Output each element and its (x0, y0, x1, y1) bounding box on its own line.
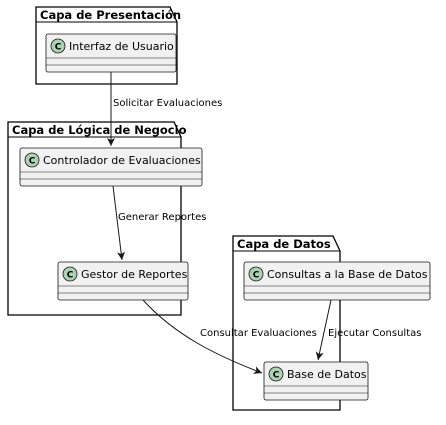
class-name: Base de Datos (287, 368, 367, 381)
package-title: Capa de Datos (237, 237, 331, 251)
class-interfaz-de-usuario: C Interfaz de Usuario (45, 33, 177, 73)
class-c-icon (50, 38, 66, 54)
class-icon-letter: C (55, 43, 62, 53)
package-title: Capa de Presentación (40, 8, 181, 22)
package-capa-de-presentacion: Capa de Presentación (35, 6, 181, 85)
edge-generar-reportes: Generar Reportes (112, 185, 206, 261)
class-controlador-de-evaluaciones: C Controlador de Evaluaciones (19, 147, 203, 187)
class-icon-letter: C (253, 271, 260, 281)
class-c-icon (248, 266, 264, 282)
class-gestor-de-reportes: C Gestor de Reportes (57, 261, 189, 301)
package-capa-de-logica-de-negocio: Capa de Lógica de Negocio (7, 121, 187, 316)
edge-label: Generar Reportes (118, 212, 206, 223)
package-title: Capa de Lógica de Negocio (12, 123, 187, 137)
class-c-icon (268, 366, 284, 382)
edge-label: Consultar Evaluaciones (200, 328, 317, 339)
class-consultas-a-la-base-de-datos: C Consultas a la Base de Datos (243, 261, 431, 301)
class-name: Controlador de Evaluaciones (43, 154, 201, 167)
edge-ejecutar-consultas: Ejecutar Consultas (315, 299, 421, 361)
class-icon-letter: C (273, 371, 280, 381)
package-capa-de-datos: Capa de Datos (232, 235, 341, 411)
class-name: Gestor de Reportes (81, 268, 188, 281)
class-name: Interfaz de Usuario (69, 40, 174, 53)
class-c-icon (24, 152, 40, 168)
class-c-icon (62, 266, 78, 282)
edge-consultar-evaluaciones: Consultar Evaluaciones (142, 299, 317, 374)
edge-label: Ejecutar Consultas (328, 328, 421, 339)
class-name: Consultas a la Base de Datos (267, 268, 428, 281)
class-base-de-datos: C Base de Datos (263, 361, 369, 401)
edge-label: Solicitar Evaluaciones (113, 98, 222, 109)
class-icon-letter: C (67, 271, 74, 281)
edge-solicitar-evaluaciones: Solicitar Evaluaciones (107, 72, 222, 146)
class-icon-letter: C (29, 157, 36, 167)
